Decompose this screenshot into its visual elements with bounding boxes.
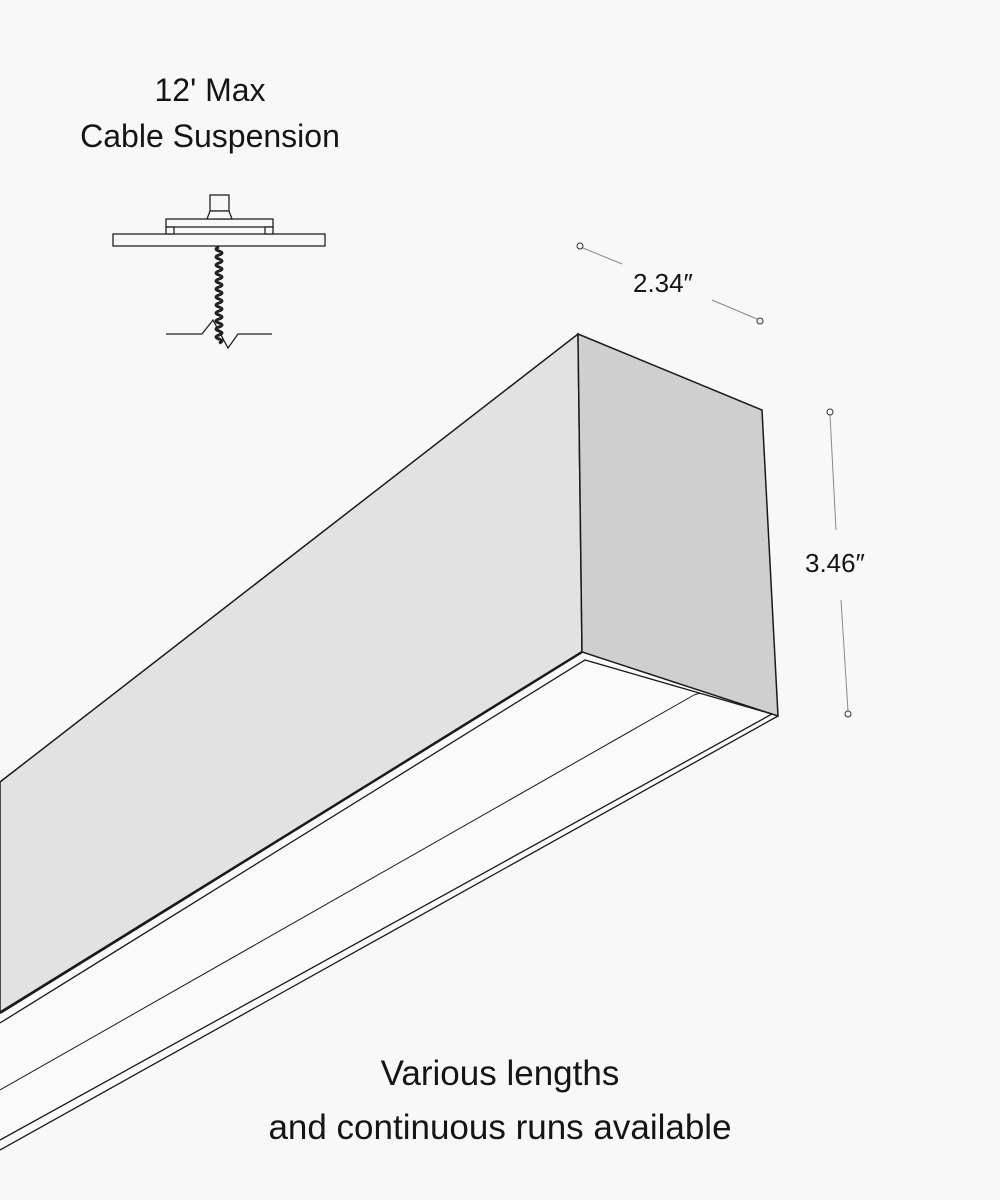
suspension-label-line1: 12' Max (154, 72, 266, 108)
footer-caption: Various lengths and continuous runs avai… (200, 1047, 800, 1155)
height-dimension-line (826, 408, 852, 718)
fixture-end-face (577, 332, 779, 718)
footer-line2: and continuous runs available (268, 1108, 732, 1147)
footer-line1: Various lengths (380, 1054, 620, 1093)
suspension-label: 12' Max Cable Suspension (40, 67, 380, 159)
diffuser-face (0, 652, 778, 1150)
width-dimension-label: 2.34″ (633, 268, 693, 298)
height-dimension-label: 3.46″ (805, 548, 865, 578)
width-dimension-line (576, 242, 764, 325)
diffuser-lines (0, 650, 779, 1151)
suspension-label-line2: Cable Suspension (80, 118, 340, 154)
cable-suspension-icon (112, 194, 326, 350)
